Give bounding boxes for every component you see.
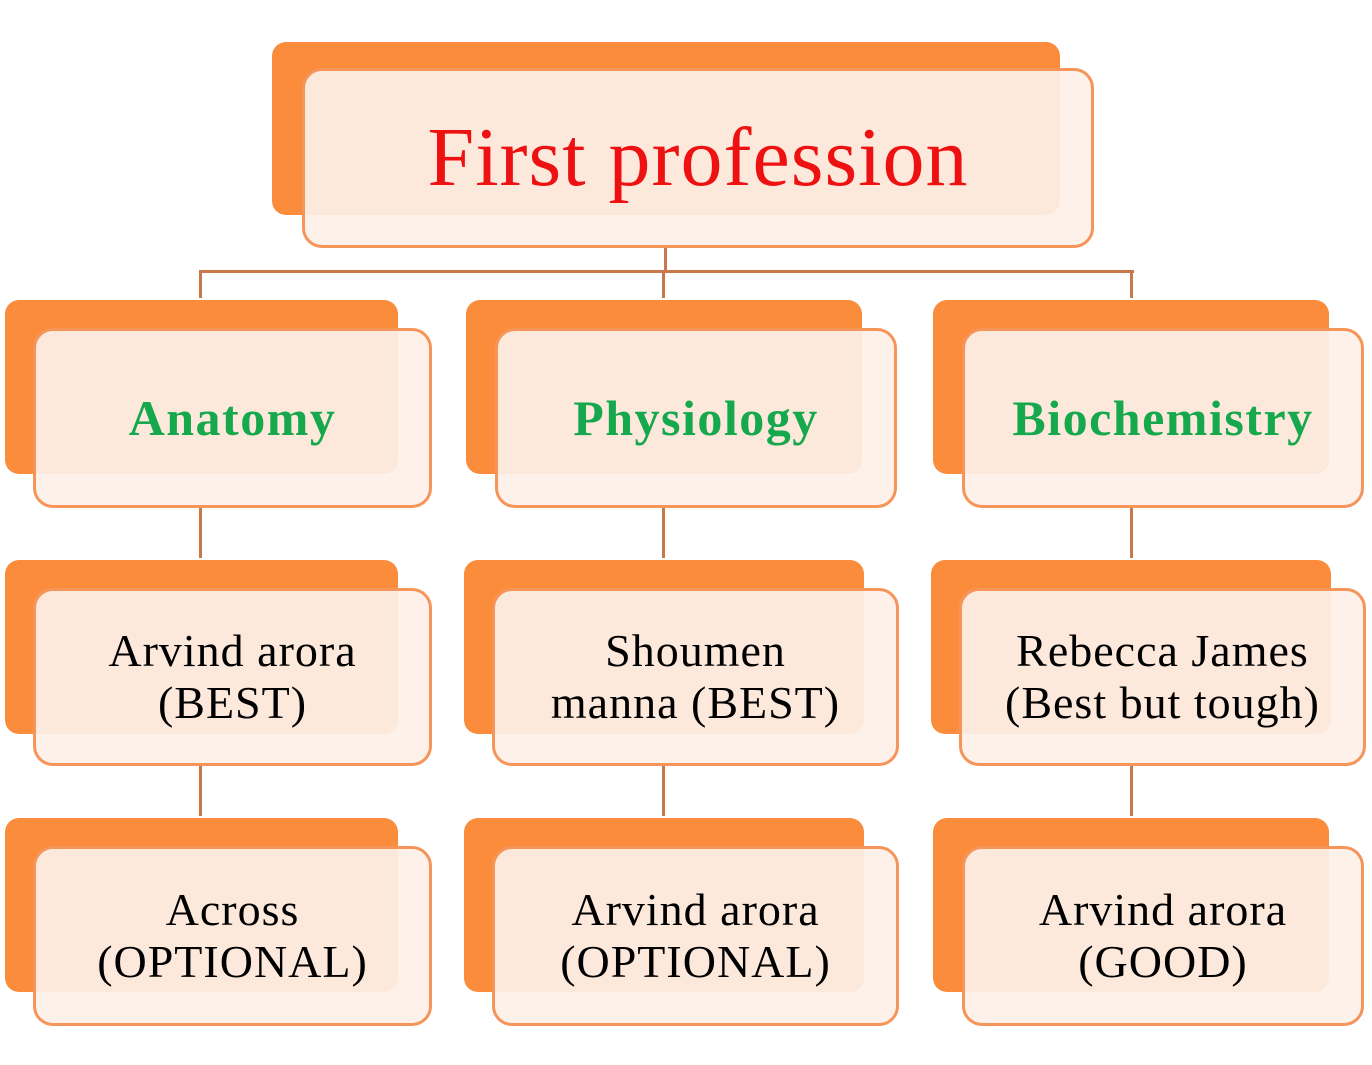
book-node-physiology-2-card: Arvind arora (OPTIONAL) — [492, 846, 899, 1026]
connector-anatomy-book1 — [199, 506, 202, 558]
book-node-anatomy-1-card: Arvind arora (BEST) — [33, 588, 432, 766]
connector-to-physiology — [662, 270, 665, 298]
book-node-anatomy-2-label: Across (OPTIONAL) — [97, 884, 368, 987]
book-node-physiology-1-label: Shoumen manna (BEST) — [550, 625, 841, 728]
book-node-anatomy-1-label: Arvind arora (BEST) — [108, 625, 357, 728]
book-node-biochemistry-1-card: Rebecca James (Best but tough) — [959, 588, 1366, 766]
subject-node-anatomy-card: Anatomy — [33, 328, 432, 508]
connector-to-biochemistry — [1130, 270, 1133, 298]
book-node-biochemistry-1-label: Rebecca James (Best but tough) — [1005, 625, 1320, 728]
root-node-card: First profession — [302, 68, 1094, 248]
connector-biochemistry-book2 — [1130, 764, 1133, 816]
subject-node-physiology-label: Physiology — [573, 390, 819, 446]
book-node-physiology-1-card: Shoumen manna (BEST) — [492, 588, 899, 766]
connector-physiology-book1 — [662, 506, 665, 558]
connector-anatomy-book2 — [199, 764, 202, 816]
subject-node-anatomy-label: Anatomy — [128, 390, 337, 446]
connector-biochemistry-book1 — [1130, 506, 1133, 558]
book-node-biochemistry-2-card: Arvind arora (GOOD) — [962, 846, 1364, 1026]
book-node-physiology-2-label: Arvind arora (OPTIONAL) — [560, 884, 831, 987]
connector-to-anatomy — [199, 270, 202, 298]
root-node-label: First profession — [427, 110, 969, 204]
connector-horizontal-bar — [199, 270, 1134, 273]
subject-node-biochemistry-label: Biochemistry — [1012, 390, 1314, 446]
subject-node-physiology-card: Physiology — [495, 328, 897, 508]
book-node-biochemistry-2-label: Arvind arora (GOOD) — [1038, 884, 1288, 987]
book-node-anatomy-2-card: Across (OPTIONAL) — [33, 846, 432, 1026]
connector-root-down — [664, 248, 667, 272]
subject-node-biochemistry-card: Biochemistry — [962, 328, 1364, 508]
connector-physiology-book2 — [662, 764, 665, 816]
